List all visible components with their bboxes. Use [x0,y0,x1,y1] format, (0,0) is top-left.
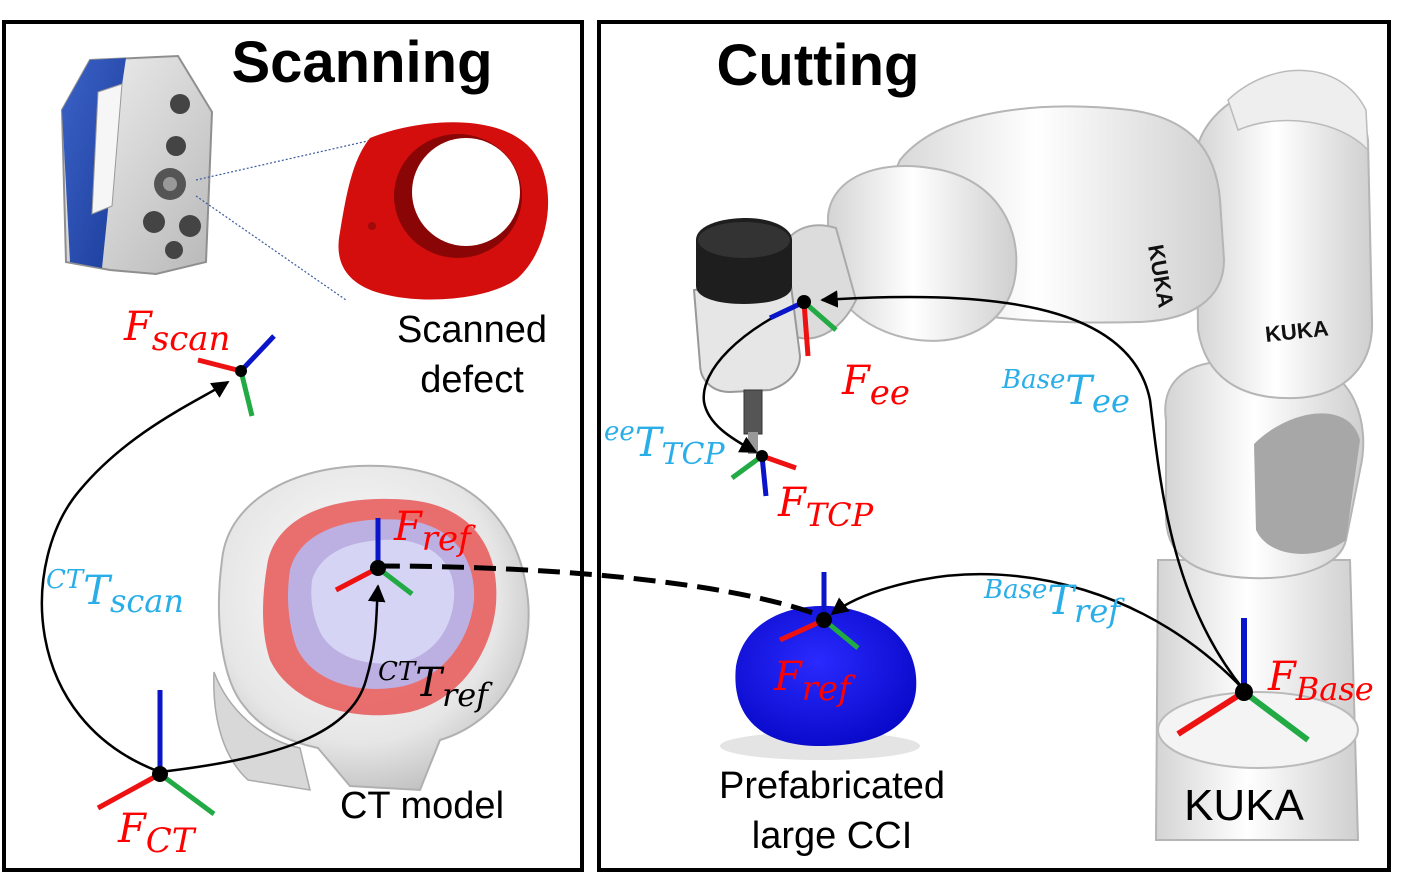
kuka-label: KUKA [1184,781,1304,830]
ct-skull-model [213,464,530,792]
scanned-defect-label-1: Scanned [397,309,547,351]
prefab-cci-label-1: Prefabricated [719,765,945,807]
transform-ct-ref-label: CTTref [378,657,493,714]
frame-ee-axes [768,295,838,357]
zoom-line-bottom [195,195,347,301]
zoom-line-top [195,139,373,181]
prefab-cci-label-2: large CCI [752,815,913,857]
scanned-defect-label-2: defect [420,359,524,401]
frame-ref-ct-label: Fref [393,504,476,559]
3d-scanner-image [60,54,214,276]
frame-scan-label: Fscan [123,304,230,359]
arrow-base-to-ee [820,290,1245,691]
transform-ee-tcp-label: eeTTCP [604,417,725,472]
frame-ref-ct-axes [334,518,414,596]
frame-scan-axes [197,334,276,417]
frame-ref-cci-axes [778,572,860,650]
frame-tcp-label: FTCP [777,480,874,534]
transform-ct-scan-label: CTTscan [46,565,184,620]
scanned-defect-image [338,122,549,300]
arrow-ct-to-scan [40,380,230,774]
arrow-ee-to-tcp [702,300,805,454]
frame-ref-cci-label: Fref [773,654,856,709]
transform-base-ref-label: BaseTref [983,575,1125,630]
arrow-ct-to-ref [159,584,386,774]
scanning-panel [2,20,584,872]
frame-ee-label: Fee [841,358,910,413]
frame-base-label: FBase [1267,654,1374,708]
frame-ct-label: FCT [117,806,197,861]
frame-tcp-axes [730,450,797,497]
cutting-title: Cutting [717,33,920,98]
dashed-ref-correspondence [377,563,817,617]
transform-base-ee-label: BaseTee [1001,365,1130,420]
cutting-panel [597,20,1391,872]
frame-base-axes [1176,618,1310,743]
ct-model-label: CT model [340,785,504,827]
arrow-base-to-ref [830,572,1245,691]
frame-ct-axes [96,690,216,817]
scanning-title: Scanning [231,30,492,95]
